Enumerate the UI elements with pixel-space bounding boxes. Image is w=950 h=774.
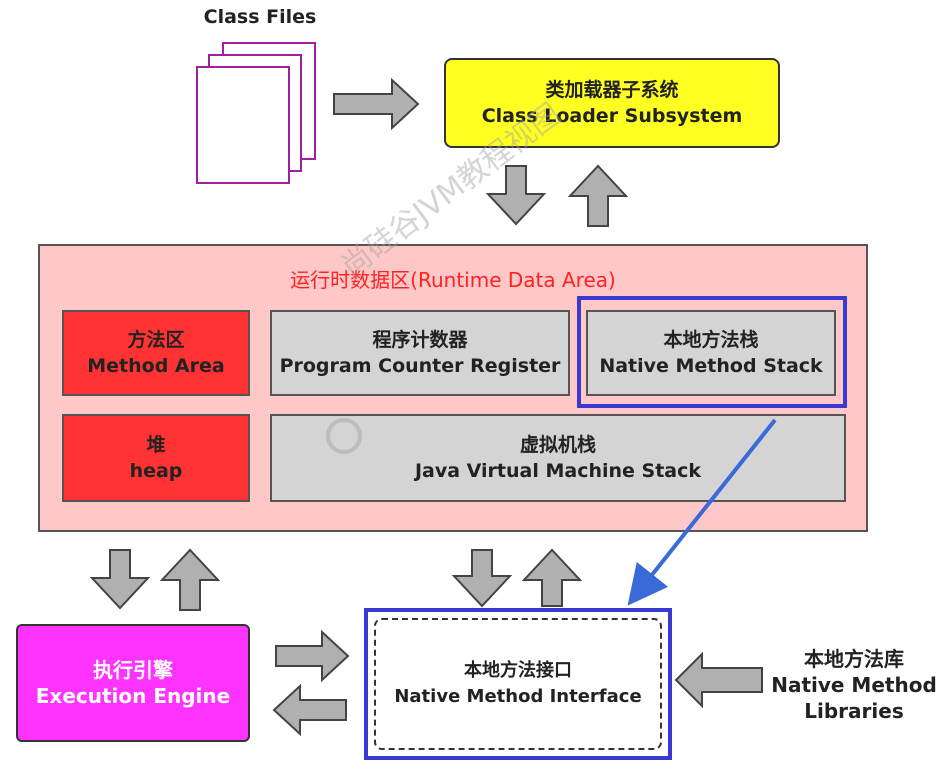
arrow-up-icon	[521, 548, 583, 607]
execution-engine-en: Execution Engine	[35, 684, 231, 708]
native-method-interface: 本地方法接口 Native Method Interface	[374, 618, 662, 750]
native-method-libraries: 本地方法库 Native Method Libraries	[758, 646, 950, 724]
jvm-stack-en: Java Virtual Machine Stack	[414, 460, 702, 482]
heap-en: heap	[129, 460, 183, 482]
native-interface-zh: 本地方法接口	[464, 660, 572, 681]
arrow-up-icon	[567, 164, 629, 227]
class-file-page-front	[196, 66, 290, 184]
runtime-data-area-title: 运行时数据区(Runtime Data Area)	[290, 268, 616, 292]
native-libraries-zh: 本地方法库	[804, 647, 904, 671]
jvm-stack: 虚拟机栈 Java Virtual Machine Stack	[270, 414, 846, 502]
arrow-down-icon	[89, 549, 151, 610]
jvm-stack-zh: 虚拟机栈	[519, 434, 596, 456]
native-method-stack-en: Native Method Stack	[599, 355, 823, 377]
native-method-stack: 本地方法栈 Native Method Stack	[586, 310, 836, 396]
pc-register-zh: 程序计数器	[372, 329, 468, 351]
class-loader-subsystem: 类加载器子系统 Class Loader Subsystem	[444, 58, 780, 148]
watermark-logo-icon	[326, 418, 362, 454]
native-libraries-en-line2: Libraries	[804, 699, 904, 723]
arrow-down-icon	[451, 549, 513, 608]
arrow-right-icon	[275, 629, 350, 683]
method-area: 方法区 Method Area	[62, 310, 250, 396]
native-interface-highlight	[364, 608, 672, 760]
heap-zh: 堆	[146, 434, 166, 456]
class-files-label: Class Files	[203, 6, 317, 28]
pc-register-en: Program Counter Register	[279, 355, 561, 377]
native-method-stack-highlight	[577, 296, 847, 408]
execution-engine: 执行引擎 Execution Engine	[16, 624, 250, 742]
arrow-down-icon	[485, 165, 547, 226]
arrow-left-icon	[272, 683, 347, 737]
arrow-right-icon	[333, 77, 420, 131]
native-libraries-en-line1: Native Method	[771, 673, 937, 697]
native-interface-en: Native Method Interface	[394, 686, 642, 707]
native-stack-to-interface-arrow	[627, 418, 777, 606]
method-area-zh: 方法区	[127, 329, 185, 351]
method-area-en: Method Area	[87, 355, 225, 377]
native-method-stack-zh: 本地方法栈	[663, 329, 759, 351]
heap: 堆 heap	[62, 414, 250, 502]
program-counter-register: 程序计数器 Program Counter Register	[270, 310, 570, 396]
arrow-left-icon	[674, 651, 763, 709]
execution-engine-zh: 执行引擎	[93, 658, 173, 682]
arrow-up-icon	[159, 548, 221, 611]
class-loader-en: Class Loader Subsystem	[481, 105, 743, 127]
class-loader-zh: 类加载器子系统	[545, 79, 679, 101]
